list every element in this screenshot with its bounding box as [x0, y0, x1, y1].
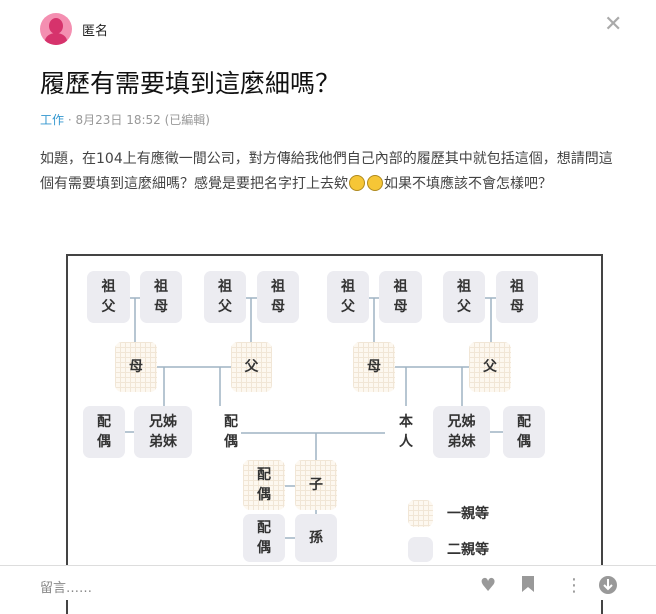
more-icon[interactable]: ⋮	[565, 575, 583, 596]
grandmother-box: 祖 母	[140, 271, 182, 323]
mother-box: 母	[115, 342, 157, 392]
grandfather-box: 祖 父	[204, 271, 246, 323]
legend-label: 一親等	[447, 506, 489, 522]
download-icon[interactable]	[598, 575, 618, 600]
category-link[interactable]: 工作	[40, 113, 65, 127]
post-date: 8月23日 18:52	[75, 113, 161, 127]
grandfather-box: 祖 父	[87, 271, 130, 323]
bottom-bar: 留言…… ♥ ⋮	[0, 565, 656, 600]
siblings-box: 兄姊 弟妹	[134, 406, 192, 458]
father-box: 父	[231, 342, 272, 392]
grandchild-box: 孫	[295, 514, 337, 562]
grandmother-box: 祖 母	[496, 271, 538, 323]
spouse-box: 配 偶	[243, 514, 285, 562]
avatar[interactable]	[40, 13, 72, 45]
spouse-label: 配 偶	[224, 414, 238, 450]
content-text: 如題，在104上有應徵一間公司，對方傳給我他們自己內部的履歷其中就包括這個，想請…	[40, 151, 613, 192]
mother-box: 母	[353, 342, 395, 392]
grandfather-box: 祖 父	[443, 271, 485, 323]
spouse-box: 配 偶	[83, 406, 125, 458]
spouse-box: 配 偶	[243, 460, 285, 510]
bookmark-icon[interactable]	[521, 575, 535, 598]
legend-swatch-first-degree	[408, 500, 433, 527]
grinning-sweat-emoji-icon	[349, 175, 365, 191]
post-content: 如題，在104上有應徵一間公司，對方傳給我他們自己內部的履歷其中就包括這個，想請…	[40, 147, 620, 197]
legend-label: 二親等	[447, 542, 489, 558]
self-label: 本 人	[399, 414, 413, 450]
tree-lines	[125, 297, 503, 539]
post-title: 履歷有需要填到這麼細嗎？	[40, 69, 341, 98]
post-meta: 工作 · 8月23日 18:52 (已編輯)	[40, 113, 210, 127]
siblings-box: 兄姊 弟妹	[433, 406, 490, 458]
spouse-box: 配 偶	[503, 406, 545, 458]
grandmother-box: 祖 母	[257, 271, 299, 323]
grandfather-box: 祖 父	[327, 271, 369, 323]
content-text: 如果不填應該不會怎樣吧？	[384, 176, 552, 192]
legend-swatch-second-degree	[408, 537, 433, 562]
author-name[interactable]: 匿名	[82, 24, 109, 39]
grinning-sweat-emoji-icon	[367, 175, 383, 191]
comment-input[interactable]: 留言……	[40, 581, 93, 596]
edited-label: (已編輯)	[164, 113, 210, 127]
father-box: 父	[469, 342, 511, 392]
child-box: 子	[295, 460, 337, 510]
close-icon[interactable]: ✕	[604, 12, 623, 37]
heart-icon[interactable]: ♥	[480, 575, 497, 596]
grandmother-box: 祖 母	[379, 271, 422, 323]
